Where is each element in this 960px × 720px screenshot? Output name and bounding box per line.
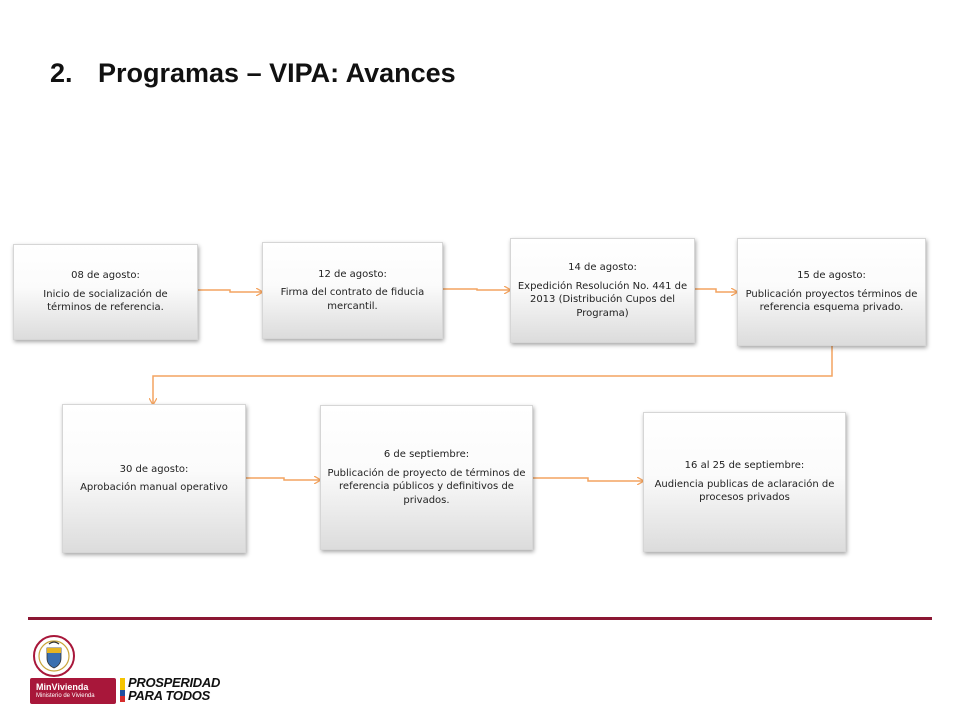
ministry-logo: MinVivienda Ministerio de Vivienda	[30, 678, 116, 704]
connector-2-3	[443, 289, 510, 290]
step-description: Aprobación manual operativo	[80, 482, 228, 493]
step-date: 16 al 25 de septiembre:	[684, 460, 805, 472]
step-date: 14 de agosto:	[568, 262, 637, 273]
step-description: Firma del contrato de fiducia mercantil.	[280, 287, 425, 312]
step-box-7: 16 al 25 de septiembre: Audiencia public…	[643, 412, 846, 552]
step-date: 15 de agosto:	[797, 270, 866, 282]
connector-3-4	[695, 289, 737, 292]
step-box-5: 30 de agosto: Aprobación manual operativ…	[62, 404, 246, 553]
step-date: 12 de agosto:	[318, 268, 387, 280]
colombia-coat-of-arms-icon	[33, 635, 75, 677]
step-date: 08 de agosto:	[71, 270, 140, 282]
step-description: Publicación de proyecto de términos de r…	[327, 467, 526, 506]
footer-divider	[28, 617, 932, 620]
flag-stripes-icon	[120, 678, 125, 702]
step-box-2: 12 de agosto: Firma del contrato de fidu…	[262, 242, 443, 339]
step-date: 6 de septiembre:	[383, 449, 470, 460]
step-box-3: 14 de agosto: Expedición Resolución No. …	[510, 238, 695, 343]
step-box-4: 15 de agosto: Publicación proyectos térm…	[737, 238, 926, 346]
connector-1-2	[198, 290, 262, 292]
step-date: 30 de agosto:	[119, 463, 189, 475]
step-description: Publicación proyectos términos de refere…	[745, 288, 918, 314]
step-box-1: 08 de agosto: Inicio de socialización de…	[13, 244, 198, 340]
title-number: 2.	[50, 58, 73, 88]
connector-4-5	[153, 346, 833, 404]
step-description: Expedición Resolución No. 441 de 2013 (D…	[517, 280, 688, 319]
step-description: Audiencia publicas de aclaración de proc…	[654, 478, 835, 504]
slogan-line-1: PROSPERIDAD	[128, 675, 221, 690]
slide-title: 2. Programas – VIPA: Avances	[50, 58, 456, 89]
slogan-line-2: PARA TODOS	[128, 688, 210, 703]
title-text: Programas – VIPA: Avances	[98, 58, 456, 88]
connector-6-7	[533, 478, 643, 481]
slogan-logo: PROSPERIDAD PARA TODOS	[128, 676, 220, 702]
step-box-6: 6 de septiembre: Publicación de proyecto…	[320, 405, 533, 550]
ministry-subtitle: Ministerio de Vivienda	[36, 692, 95, 699]
ministry-name: MinVivienda	[36, 682, 89, 693]
step-description: Inicio de socialización de términos de r…	[43, 288, 168, 314]
connector-5-6	[246, 478, 320, 480]
